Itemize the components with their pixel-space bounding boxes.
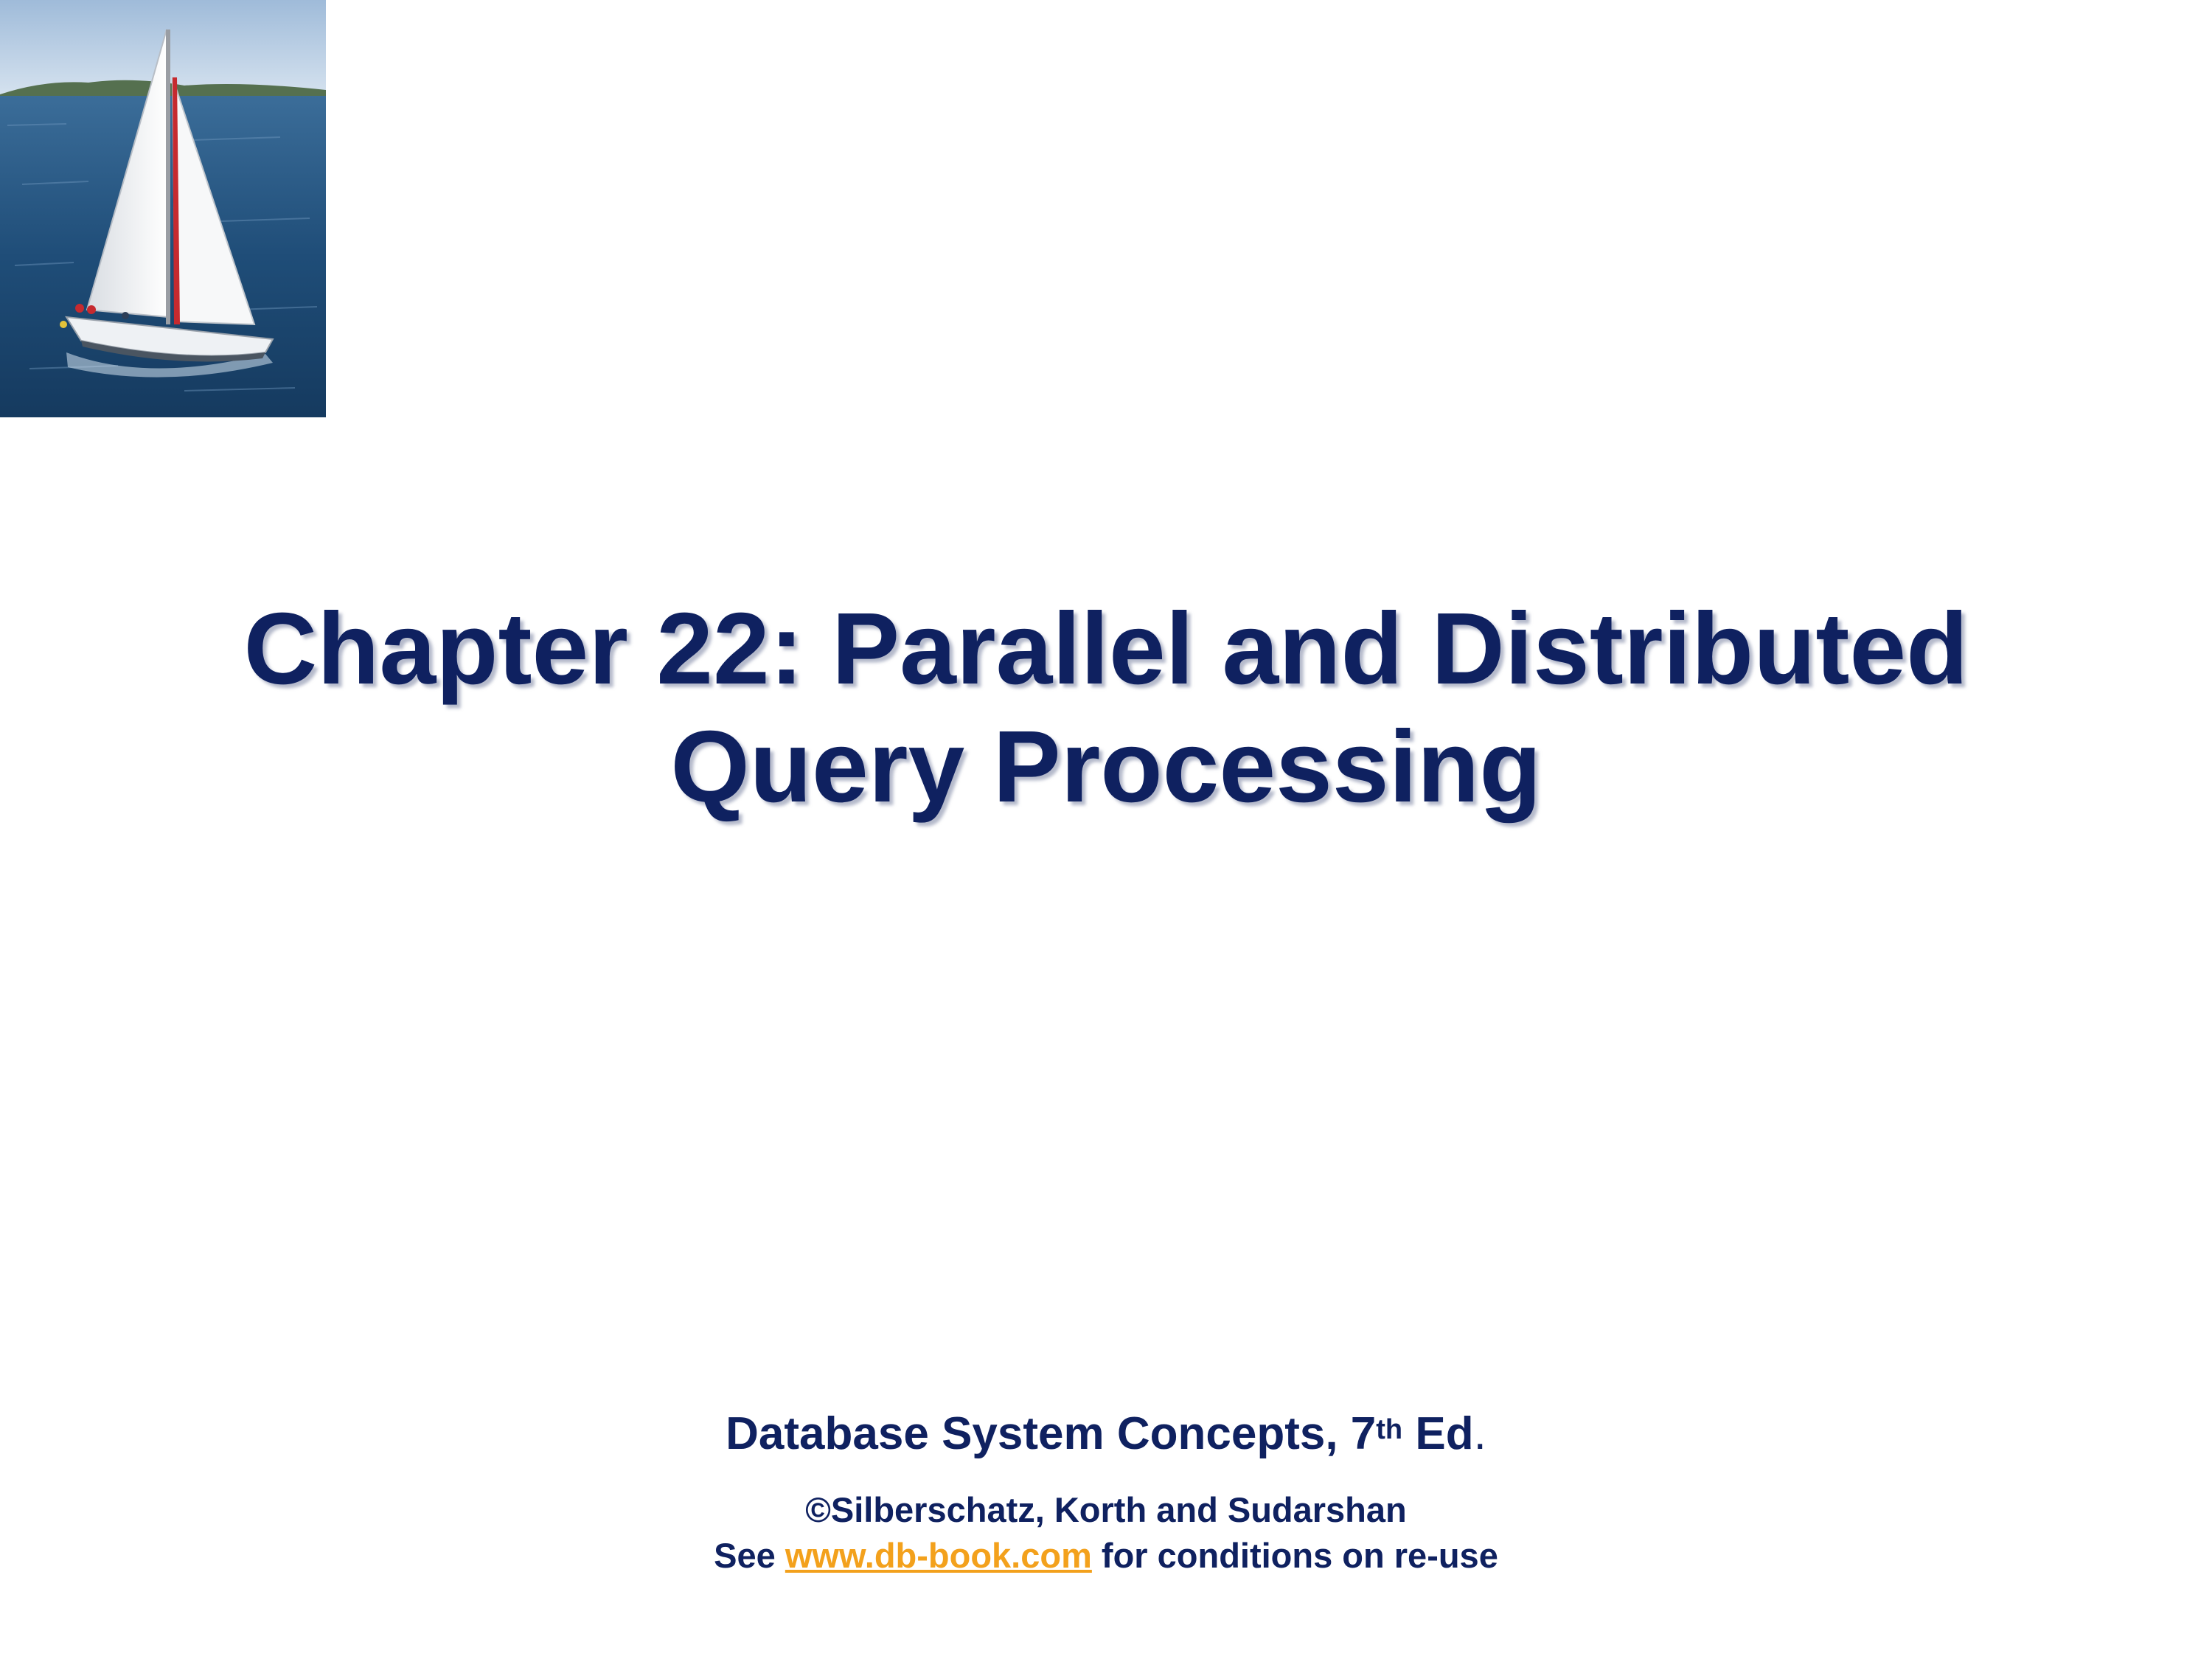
- sailboat-photo: [0, 0, 326, 417]
- reuse-suffix: for conditions on re-use: [1091, 1536, 1498, 1575]
- edition-suffix: Ed: [1402, 1408, 1474, 1459]
- edition-superscript: th: [1376, 1414, 1403, 1445]
- book-title: Database System Concepts, 7: [726, 1408, 1377, 1459]
- copyright-authors: ©Silberschatz, Korth and Sudarshan: [805, 1490, 1407, 1529]
- reuse-notice: See www.db-book.com for conditions on re…: [0, 1534, 2212, 1578]
- slide-title: Chapter 22: Parallel and Distributed Que…: [147, 590, 2065, 826]
- book-edition: Database System Concepts, 7th Ed.: [0, 1405, 2212, 1464]
- title-line-2: Query Processing: [670, 710, 1542, 824]
- db-book-link[interactable]: www.db-book.com: [785, 1536, 1092, 1575]
- title-line-1: Chapter 22: Parallel and Distributed: [243, 592, 1969, 706]
- edition-period: .: [1473, 1408, 1486, 1459]
- reuse-prefix: See: [714, 1536, 785, 1575]
